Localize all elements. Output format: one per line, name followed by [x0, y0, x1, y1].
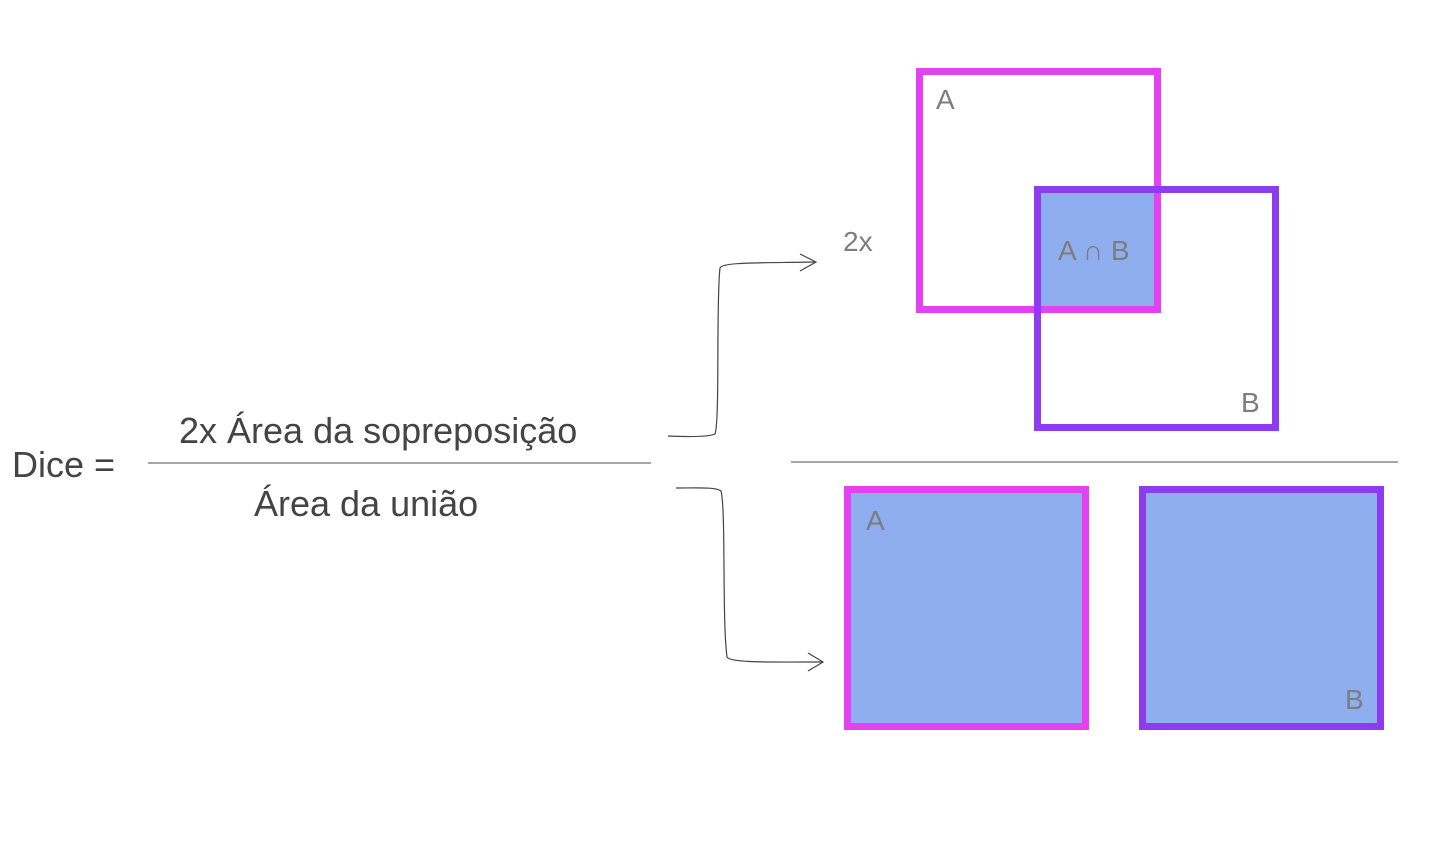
denominator-arrow	[675, 487, 825, 672]
formula-lhs: Dice =	[12, 444, 115, 485]
intersection-label: A ∩ B	[1058, 235, 1130, 266]
union-box-a	[844, 486, 1089, 730]
numerator-arrow	[667, 253, 818, 438]
union-box-a-label: A	[866, 505, 885, 536]
multiplier-label: 2x	[843, 226, 873, 257]
overlap-box-b-label: B	[1241, 387, 1260, 418]
overlap-box-b	[1034, 186, 1279, 431]
overlap-box-a-label: A	[936, 84, 955, 115]
formula-numerator: 2x Área da sopreposição	[179, 410, 577, 451]
union-box-b	[1139, 486, 1384, 730]
intersection-region	[1037, 189, 1157, 309]
union-box-b-label: B	[1345, 684, 1364, 715]
formula-denominator: Área da união	[254, 483, 478, 524]
